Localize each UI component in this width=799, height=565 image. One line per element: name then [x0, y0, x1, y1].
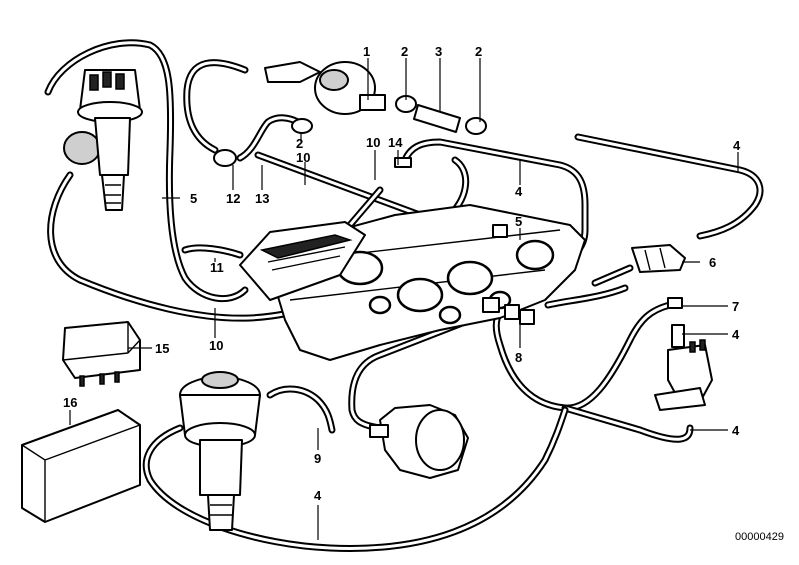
- callout-11: 11: [210, 260, 224, 275]
- callout-5: 5: [515, 214, 522, 229]
- callout-10: 10: [209, 338, 223, 353]
- callout-9: 9: [314, 451, 321, 466]
- leader-lines: [69, 58, 739, 540]
- callout-4: 4: [314, 488, 322, 503]
- callout-10: 10: [366, 135, 380, 150]
- callout-2: 2: [296, 136, 303, 151]
- callout-13: 13: [255, 191, 269, 206]
- distributor: [63, 69, 143, 211]
- callout-8: 8: [515, 350, 522, 365]
- short-hose: [413, 104, 461, 133]
- throttle-housing: [239, 221, 366, 301]
- air-pump: [179, 371, 261, 531]
- callout-16: 16: [63, 395, 77, 410]
- callout-2: 2: [401, 44, 408, 59]
- vacuum-actuator: [369, 404, 469, 479]
- callout-1: 1: [363, 44, 370, 59]
- callout-6: 6: [709, 255, 716, 270]
- callout-labels: 1 2 3 2 2 10 10 14 12 13 4 4 5 5 11 6 7 …: [63, 44, 741, 503]
- callout-4: 4: [733, 138, 741, 153]
- callout-10: 10: [296, 150, 310, 165]
- vacuum-hoses: [44, 39, 764, 552]
- callout-15: 15: [155, 341, 169, 356]
- callout-2: 2: [475, 44, 482, 59]
- hose-clamps: [213, 95, 487, 167]
- callout-4: 4: [732, 327, 740, 342]
- hose-holder: [631, 244, 686, 273]
- relay: [62, 321, 141, 387]
- connectors: [394, 157, 535, 325]
- callout-4: 4: [515, 184, 523, 199]
- callout-5: 5: [190, 191, 197, 206]
- temperature-vacuum-switch: [654, 297, 713, 411]
- callout-3: 3: [435, 44, 442, 59]
- image-code: 00000429: [735, 531, 784, 543]
- vacuum-control-valve: [264, 61, 386, 115]
- callout-7: 7: [732, 299, 739, 314]
- callout-12: 12: [226, 191, 240, 206]
- callout-4: 4: [732, 423, 740, 438]
- control-unit: [21, 409, 141, 523]
- callout-14: 14: [388, 135, 403, 150]
